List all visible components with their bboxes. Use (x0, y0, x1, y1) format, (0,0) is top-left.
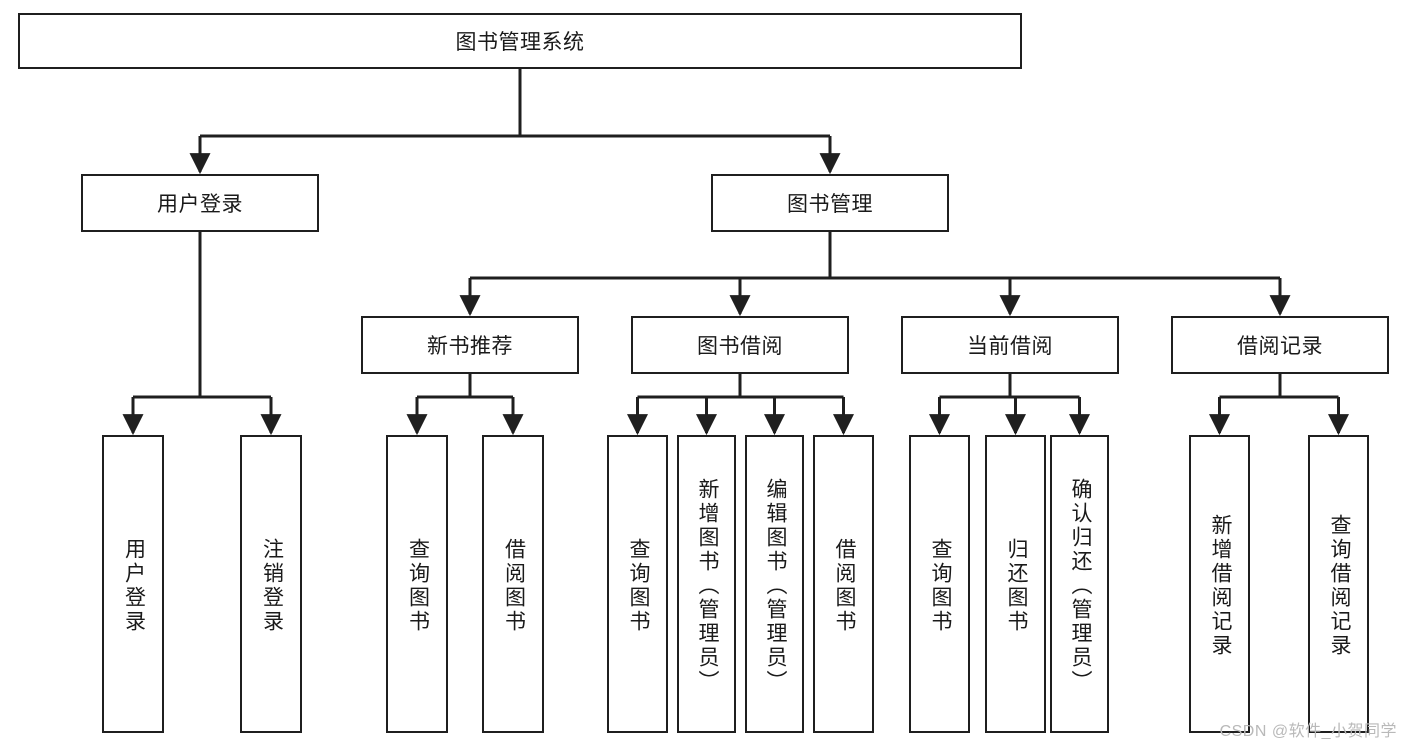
node-current-borrow[interactable]: 当前借阅 (901, 316, 1119, 374)
node-label: 查询借阅记录 (1327, 514, 1351, 658)
node-label: 用户登录 (157, 193, 243, 216)
node-label: 图书管理 (787, 193, 873, 216)
node-label: 查询图书 (406, 538, 430, 634)
node-book-manage[interactable]: 图书管理 (711, 174, 949, 232)
node-leaf-query-record[interactable]: 查询借阅记录 (1308, 435, 1369, 733)
node-leaf-edit-book[interactable]: 编辑图书（管理员） (745, 435, 804, 733)
node-label: 新增图书（管理员） (695, 478, 719, 694)
node-label: 新书推荐 (427, 335, 513, 358)
node-label: 确认归还（管理员） (1068, 478, 1092, 694)
node-label: 注销登录 (260, 538, 284, 634)
node-user-login[interactable]: 用户登录 (81, 174, 319, 232)
node-root[interactable]: 图书管理系统 (18, 13, 1022, 69)
node-label: 归还图书 (1004, 538, 1028, 634)
node-label: 借阅图书 (502, 538, 526, 634)
node-label: 查询图书 (626, 538, 650, 634)
node-label: 借阅记录 (1237, 335, 1323, 358)
node-label: 借阅图书 (832, 538, 856, 634)
node-leaf-query-book-1[interactable]: 查询图书 (386, 435, 448, 733)
node-label: 图书借阅 (697, 335, 783, 358)
node-label: 新增借阅记录 (1208, 514, 1232, 658)
node-leaf-add-book[interactable]: 新增图书（管理员） (677, 435, 736, 733)
node-leaf-query-book-3[interactable]: 查询图书 (909, 435, 970, 733)
csdn-watermark: CSDN @软件_小贺同学 (1219, 723, 1397, 740)
node-new-book-recommend[interactable]: 新书推荐 (361, 316, 579, 374)
node-leaf-user-login[interactable]: 用户登录 (102, 435, 164, 733)
node-label: 编辑图书（管理员） (763, 478, 787, 694)
node-leaf-borrow-book-1[interactable]: 借阅图书 (482, 435, 544, 733)
node-label: 图书管理系统 (455, 31, 585, 54)
node-label: 用户登录 (122, 538, 146, 634)
node-leaf-borrow-book-2[interactable]: 借阅图书 (813, 435, 874, 733)
node-book-borrow[interactable]: 图书借阅 (631, 316, 849, 374)
node-leaf-return-book[interactable]: 归还图书 (985, 435, 1046, 733)
node-leaf-add-record[interactable]: 新增借阅记录 (1189, 435, 1250, 733)
node-leaf-confirm-return[interactable]: 确认归还（管理员） (1050, 435, 1109, 733)
node-label: 当前借阅 (967, 335, 1053, 358)
node-label: 查询图书 (928, 538, 952, 634)
node-borrow-record[interactable]: 借阅记录 (1171, 316, 1389, 374)
node-leaf-query-book-2[interactable]: 查询图书 (607, 435, 668, 733)
node-leaf-logout[interactable]: 注销登录 (240, 435, 302, 733)
